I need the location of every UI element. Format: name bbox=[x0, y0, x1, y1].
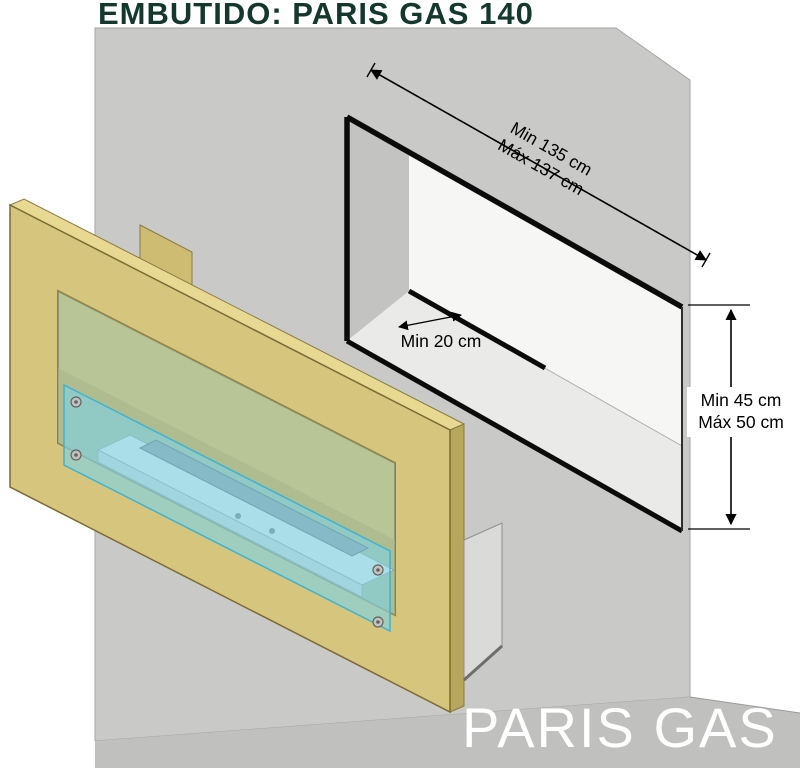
height-dimension-min: Min 45 cm bbox=[701, 390, 782, 410]
floor-surface bbox=[95, 697, 800, 768]
glass-bolt-center bbox=[376, 568, 380, 572]
product-wordmark: PARIS GAS bbox=[462, 696, 778, 759]
niche-bottom-edge bbox=[345, 338, 684, 534]
floor-edge-line bbox=[689, 696, 800, 714]
height-label-background bbox=[687, 387, 795, 437]
page-title: EMBUTIDO: PARIS GAS 140 bbox=[98, 0, 534, 31]
niche-floor-back-edge-thick bbox=[407, 288, 547, 371]
height-dimension-max: Máx 50 cm bbox=[698, 412, 784, 432]
width-dimension-tick-right bbox=[701, 252, 711, 268]
front-glass-panel bbox=[63, 383, 391, 633]
width-dimension-line bbox=[370, 69, 707, 261]
glass-bolt-center bbox=[74, 400, 78, 404]
niche-floor bbox=[347, 291, 682, 531]
depth-dimension-line bbox=[398, 311, 462, 331]
width-dimension-tick-left bbox=[366, 62, 376, 78]
glass-bolt-center bbox=[74, 453, 78, 457]
fireplace-side-face bbox=[449, 423, 465, 713]
glass-bolts bbox=[70, 396, 384, 628]
depth-dimension-label: Min 20 cm bbox=[401, 331, 482, 351]
firebox-housing-bottom-edge bbox=[462, 644, 504, 682]
glass-bolt-center bbox=[376, 620, 380, 624]
